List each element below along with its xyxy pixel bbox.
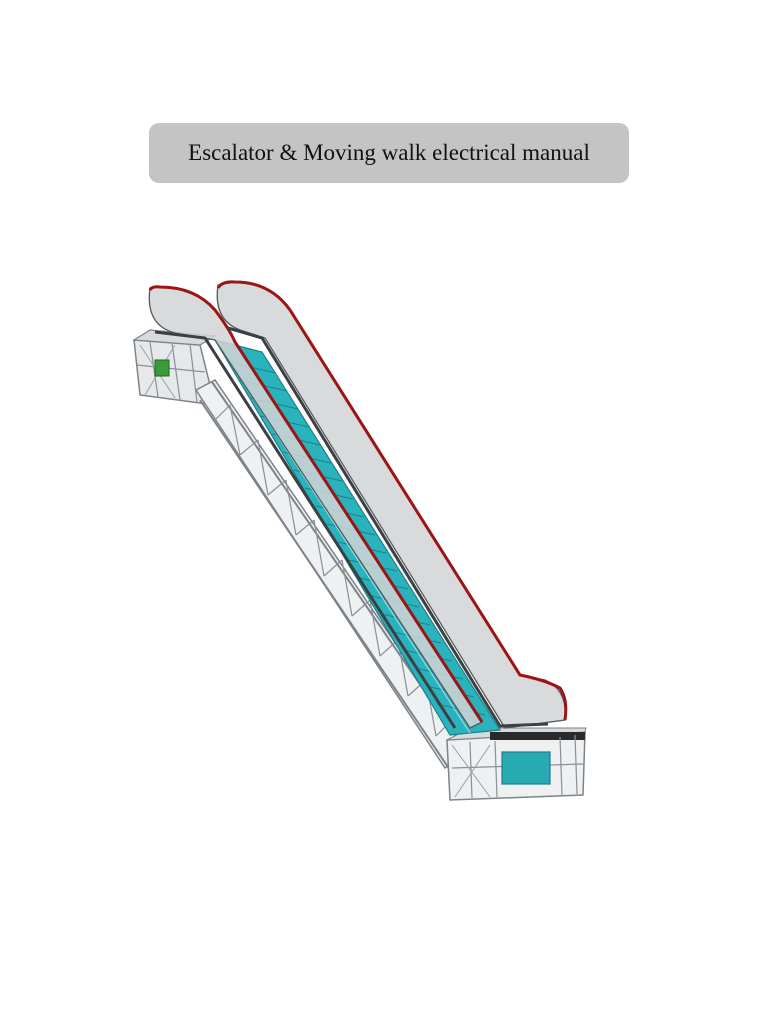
drive-motor-box (501, 751, 551, 785)
upper-truss-box (132, 329, 217, 406)
right-handrail (216, 280, 568, 721)
left-balustrade (148, 285, 484, 729)
document-title: Escalator & Moving walk electrical manua… (188, 140, 590, 165)
right-balustrade (216, 280, 568, 729)
lower-truss-box (446, 727, 587, 801)
left-handrail (148, 285, 484, 723)
title-banner: Escalator & Moving walk electrical manua… (149, 123, 629, 183)
